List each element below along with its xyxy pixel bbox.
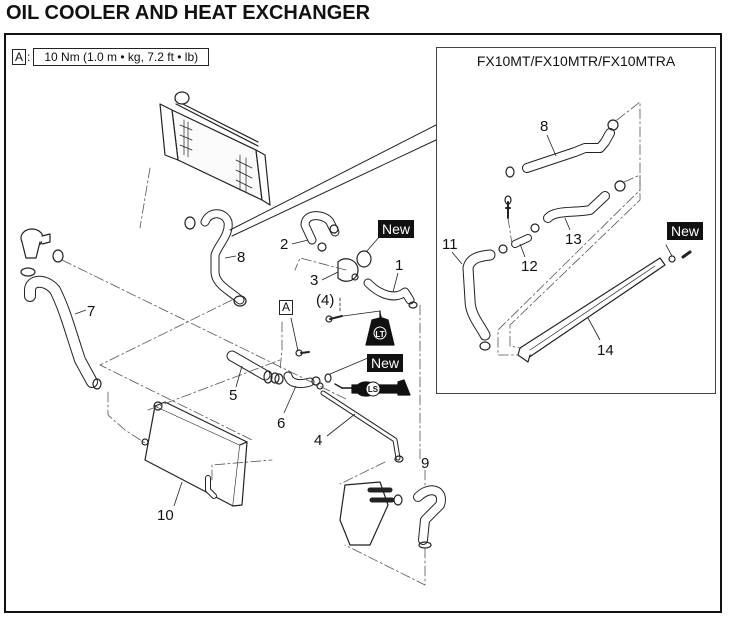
torque-spec-legend: A : 10 Nm (1.0 m • kg, 7.2 ft • lb) [12, 48, 210, 66]
label-part-3: 3 [310, 272, 318, 289]
label-part-14: 14 [597, 342, 614, 359]
label-part-6: 6 [277, 415, 285, 432]
torque-colon: : [27, 50, 31, 64]
clamp [184, 216, 196, 230]
label-part-7: 7 [87, 303, 95, 320]
label-part-11: 11 [442, 236, 458, 253]
locktite-symbol: LT [375, 330, 384, 339]
torque-key-a-callout: A [279, 300, 294, 315]
diagram-frame [4, 33, 722, 613]
inset-title: FX10MT/FX10MTR/FX10MTRA [476, 53, 676, 69]
label-part-2: 2 [280, 236, 288, 253]
label-part-10: 10 [157, 507, 174, 524]
part-labels: 8 2 3 1 (4) 7 5 6 4 9 10 8 11 12 13 14 L… [74, 118, 614, 524]
label-part-13: 13 [565, 231, 582, 248]
label-part-4-ref: (4) [316, 292, 334, 309]
torque-key-a: A [12, 49, 27, 65]
new-part-tag: New [367, 354, 404, 372]
clamp [233, 295, 247, 307]
label-part-4: 4 [314, 432, 322, 449]
label-part-1: 1 [395, 257, 403, 274]
label-part-5: 5 [229, 387, 237, 404]
page-title: OIL COOLER AND HEAT EXCHANGER [6, 2, 371, 24]
radiator [159, 91, 271, 206]
oil-cooler [141, 401, 248, 507]
model-variant-inset: FX10MT/FX10MTR/FX10MTRA [436, 47, 716, 394]
new-part-tag: New [378, 220, 415, 238]
water-pump-housing [339, 481, 403, 546]
label-part-12: 12 [521, 258, 538, 275]
new-part-tag: New [667, 222, 704, 240]
label-part-9: 9 [421, 455, 429, 472]
label-part-8-inset: 8 [540, 118, 548, 135]
torque-value: 10 Nm (1.0 m • kg, 7.2 ft • lb) [33, 48, 210, 66]
grease-symbol: LS [368, 385, 379, 394]
label-part-8-main: 8 [237, 249, 245, 266]
inset-parts [462, 101, 692, 363]
